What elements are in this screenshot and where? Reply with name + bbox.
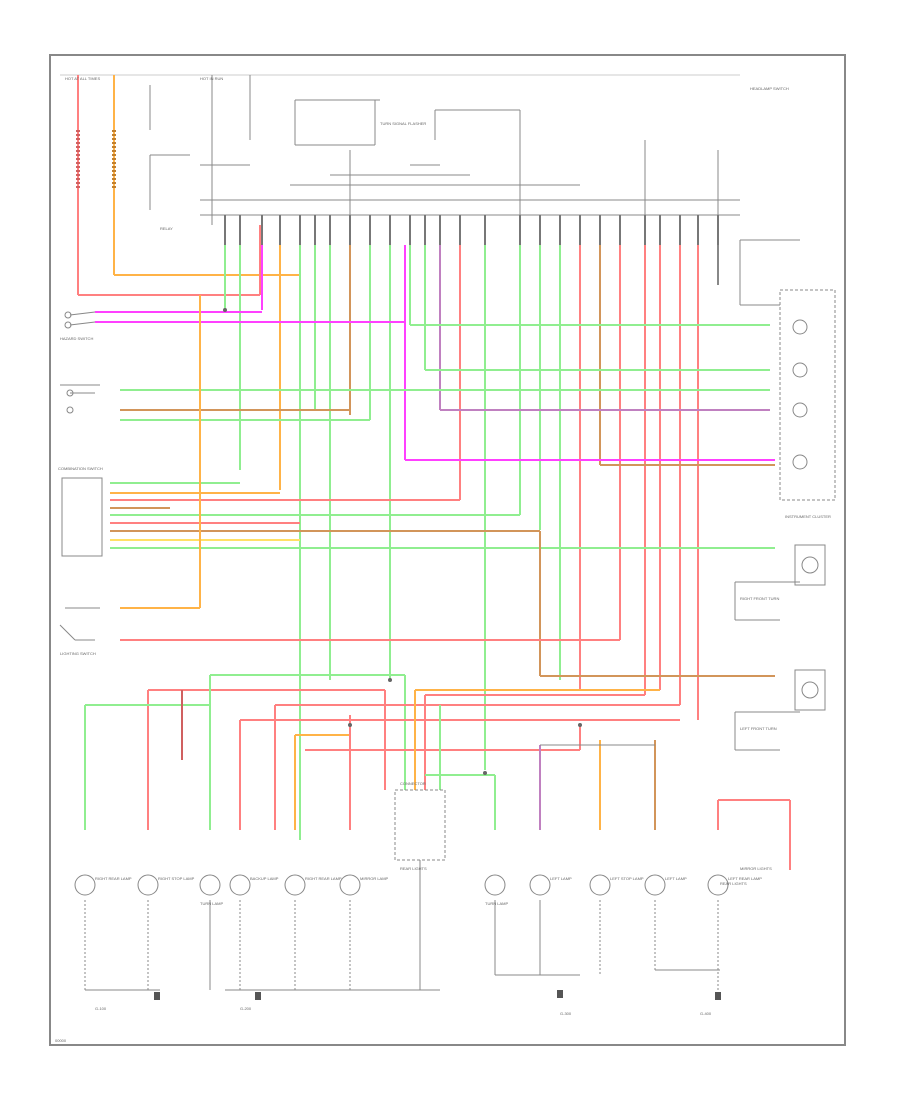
label-bottom-1: RIGHT STOP LAMP: [158, 876, 195, 881]
label-right-front-turn: RIGHT FRONT TURN: [740, 596, 779, 601]
label-bottom-3: BACKUP LAMP: [250, 876, 279, 881]
label-left-front-turn: LEFT FRONT TURN: [740, 726, 777, 731]
label-mirror-lights: MIRROR LIGHTS: [740, 866, 772, 871]
label-bottom-8: LEFT LAMP: [550, 876, 572, 881]
lower-distribution: [84, 674, 791, 870]
label-bottom-9: LEFT STOP LAMP: [610, 876, 644, 881]
footer-code: 00000: [55, 1038, 67, 1043]
label-combination-switch: COMBINATION SWITCH: [58, 466, 103, 471]
label-bottom-6: REAR LIGHTS: [400, 866, 427, 871]
left-switch-group: [59, 311, 103, 641]
label-bottom-11: LEFT REAR LAMP: [728, 876, 762, 881]
label-bottom-2: TURN LAMP: [200, 901, 223, 906]
label-lighting-switch: LIGHTING SWITCH: [60, 651, 96, 656]
label-ground-4: G-400: [700, 1011, 712, 1016]
label-instrument-cluster: INSTRUMENT CLUSTER: [785, 514, 831, 519]
junction-dots: [223, 308, 582, 775]
label-hot-in-run: HOT IN RUN: [200, 76, 223, 81]
bottom-lamp-row: [74, 789, 729, 991]
label-bottom-5: MIRROR LAMP: [360, 876, 389, 881]
label-ground-3: G-300: [560, 1011, 572, 1016]
fuse-feeds: [76, 75, 740, 296]
label-bottom-7: TURN LAMP: [485, 901, 508, 906]
label-fuse-box: HOT AT ALL TIMES: [65, 76, 100, 81]
label-ground-2: G-200: [240, 1006, 252, 1011]
label-hazard-switch: HAZARD SWITCH: [60, 336, 93, 341]
horizontal-wire-runs: [95, 295, 775, 677]
label-bottom-4: RIGHT REAR LAMP: [305, 876, 342, 881]
ground-symbols: [154, 990, 721, 1000]
label-connector: CONNECTOR: [400, 781, 426, 786]
vertical-wire-runs: [224, 245, 719, 840]
label-turn-signal-flasher: TURN SIGNAL FLASHER: [380, 121, 426, 126]
label-bottom-0: RIGHT REAR LAMP: [95, 876, 132, 881]
connector-pin-row: [224, 215, 719, 245]
label-bottom-12: REAR LIGHTS: [720, 881, 747, 886]
right-lamp-cluster: [734, 239, 836, 751]
label-ground-1: G-100: [95, 1006, 107, 1011]
text-labels: HOT AT ALL TIMES HOT IN RUN TURN SIGNAL …: [55, 76, 831, 1043]
diagram-frame: [49, 54, 846, 1046]
label-relay: RELAY: [160, 226, 173, 231]
label-headlamp-switch: HEADLAMP SWITCH: [750, 86, 789, 91]
label-bottom-10: LEFT LAMP: [665, 876, 687, 881]
